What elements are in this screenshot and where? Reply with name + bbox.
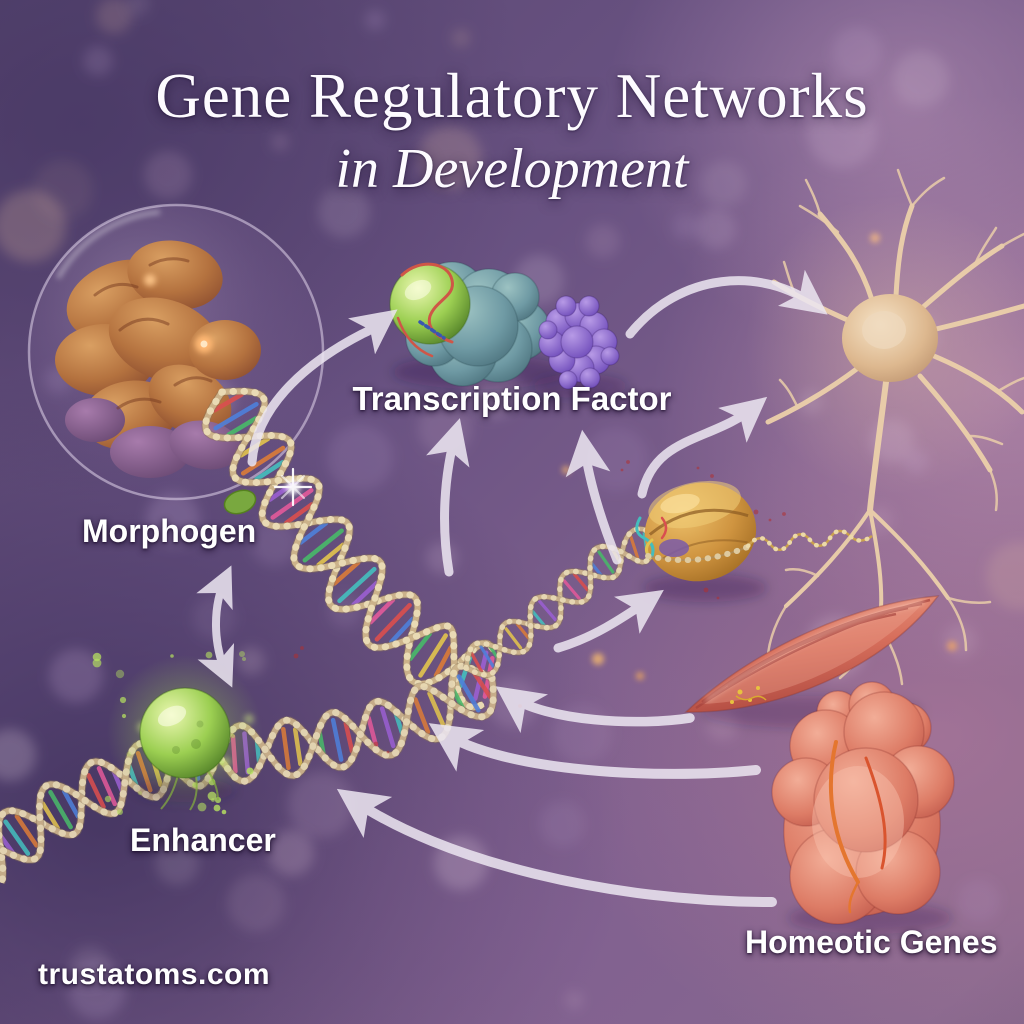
rna-polymerase-gene [635,480,875,602]
neuron-nucleus [862,311,906,349]
arrow-dna-to-tf [426,418,470,577]
label-transcription-factor: Transcription Factor [352,380,672,417]
cell-highlight [56,210,161,279]
cell-glow-core [200,340,208,348]
small-purple-protein [659,539,689,557]
heart-vessels [828,740,887,914]
muscle-yellow-speckles [730,686,767,704]
embryo-cell-illustration [27,203,325,501]
flow-arrows [196,269,828,907]
label-enhancer: Enhancer [130,822,276,858]
embryonic-heart-illustration [771,681,955,934]
transcription-factor-complex [389,261,628,398]
title-line2: in Development [335,138,689,201]
arrow-muscle-to-dna [495,686,695,734]
arrow-tf-to-neuron [625,269,828,339]
red-string-wrap [396,262,454,358]
arrow-homeotic-to-dna [428,723,761,779]
morphogen-sphere [92,651,263,815]
red-speckles [293,460,786,754]
mrna-strand [745,528,875,552]
label-morphogen: Morphogen [82,513,257,549]
arrow-morphogen-enhancer [196,565,235,688]
cell-glow-dot-2 [144,274,156,286]
arrow-heart-to-dna [336,788,777,907]
purple-protein-cluster [538,295,620,390]
dna-bound-protein [223,489,257,515]
poster-title: Gene Regulatory Networks in Development [0,60,1024,204]
title-line1: Gene Regulatory Networks [155,61,869,131]
label-homeotic-genes: Homeotic Genes [745,924,998,960]
watermark-text: trustatoms.com [38,958,271,991]
arrow-cell-to-tf [247,309,398,467]
arrow-center-to-gene [553,589,664,653]
dna-sparkle [273,467,313,507]
dna-beads-through-gene [645,543,753,564]
arrow-gene-to-neuron [637,396,768,499]
arrow-dna-right-to-tf [565,429,622,565]
brain-tissue [55,240,261,478]
